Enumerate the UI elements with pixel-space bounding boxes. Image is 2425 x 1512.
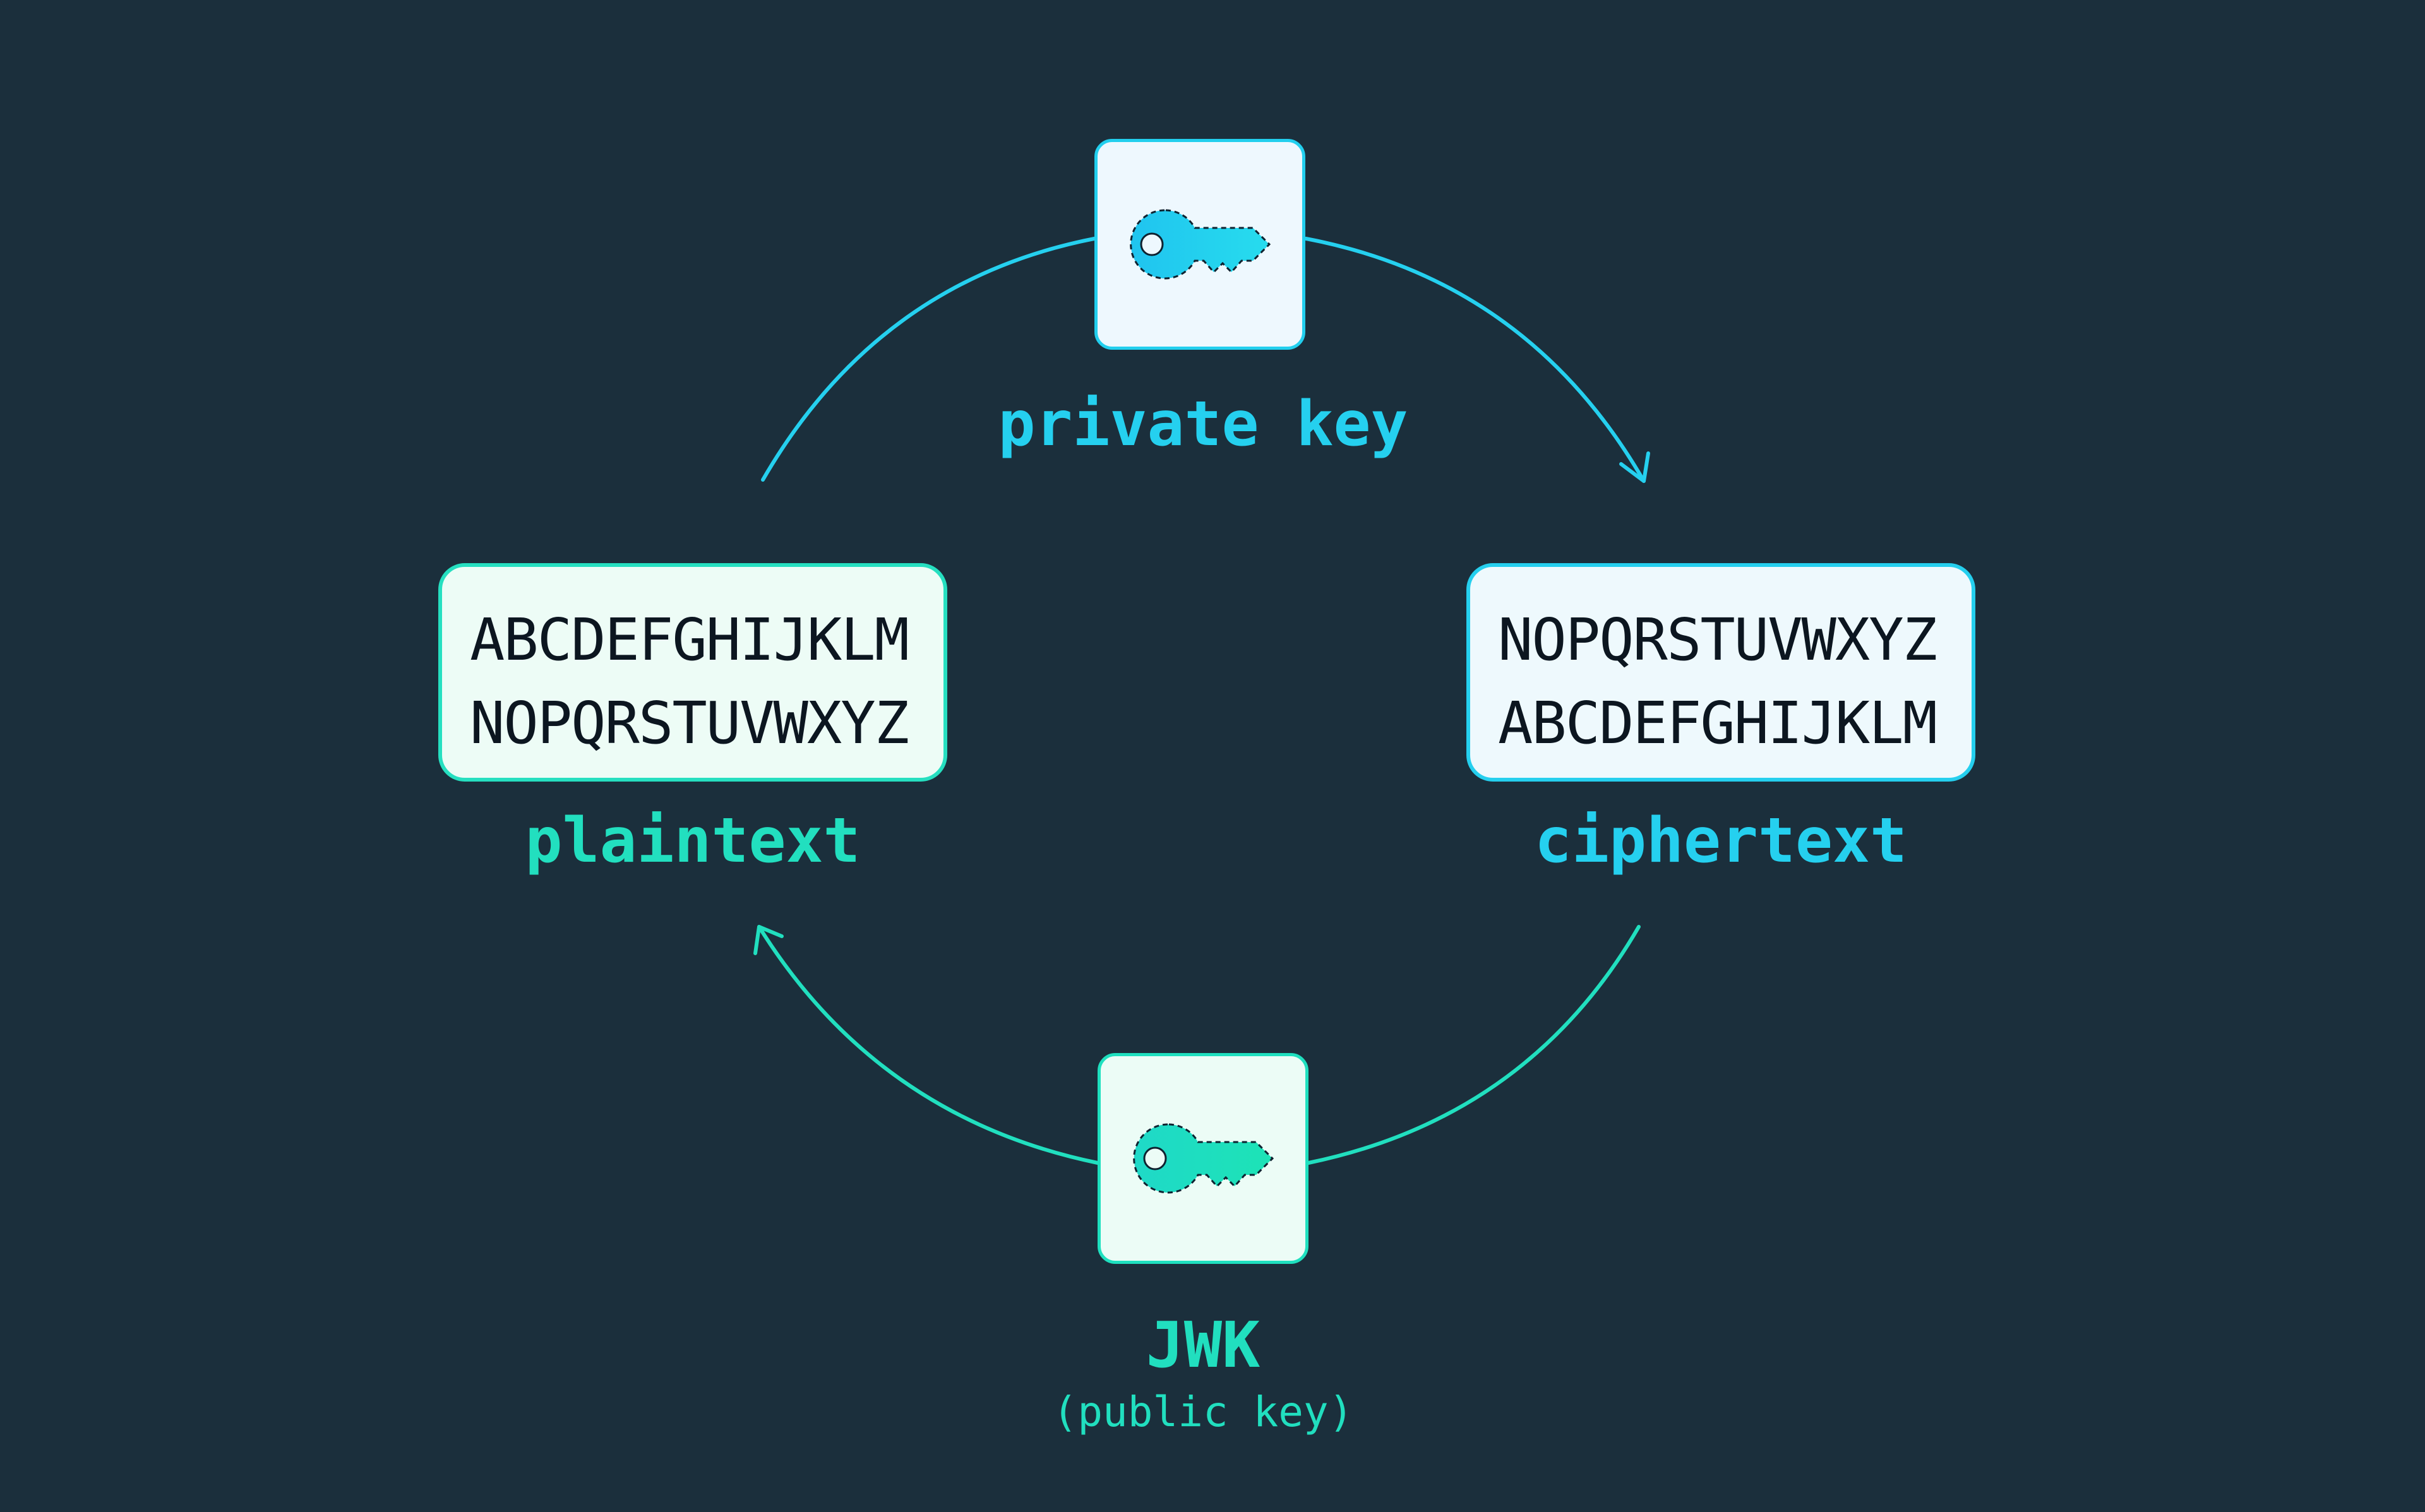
public-key-sublabel: (public key) bbox=[1052, 1388, 1354, 1436]
ciphertext-label: ciphertext bbox=[1534, 805, 1907, 877]
plaintext-box: ABCDEFGHIJKLM NOPQRSTUVWXYZ bbox=[438, 563, 947, 782]
encrypt-arc-left bbox=[761, 237, 1096, 482]
public-key-box bbox=[1098, 1053, 1308, 1264]
ciphertext-line-2: ABCDEFGHIJKLM bbox=[1498, 689, 1937, 757]
ciphertext-line-1: NOPQRSTUVWXYZ bbox=[1498, 606, 1937, 674]
encrypt-arc-right bbox=[1304, 237, 1646, 483]
private-key-label: private key bbox=[998, 388, 1408, 460]
plaintext-line-2: NOPQRSTUVWXYZ bbox=[470, 689, 909, 757]
private-key-box bbox=[1094, 139, 1305, 350]
plaintext-label: plaintext bbox=[525, 805, 861, 877]
encrypt-arrowhead bbox=[1619, 451, 1650, 483]
key-icon bbox=[1133, 1123, 1274, 1194]
ciphertext-box: NOPQRSTUVWXYZ ABCDEFGHIJKLM bbox=[1466, 563, 1975, 782]
decrypt-arc-left bbox=[757, 925, 1099, 1165]
decrypt-arrowhead bbox=[753, 925, 784, 955]
key-icon bbox=[1130, 209, 1271, 280]
plaintext-line-1: ABCDEFGHIJKLM bbox=[470, 606, 909, 674]
decrypt-arc-right bbox=[1307, 925, 1641, 1165]
jwk-label: JWK bbox=[1146, 1308, 1260, 1382]
